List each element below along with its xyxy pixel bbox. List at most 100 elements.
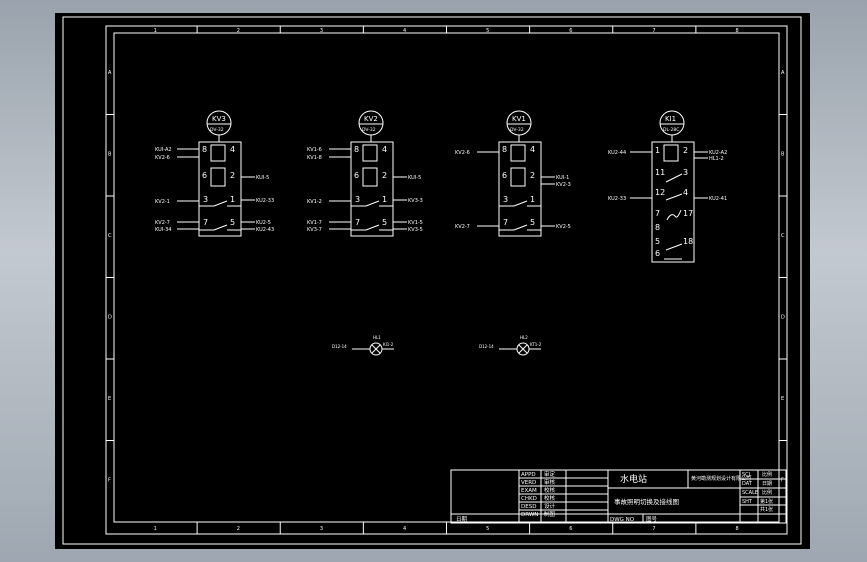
column-label: 7 [652,28,655,34]
svg-text:2: 2 [230,171,235,180]
svg-text:8: 8 [502,145,507,154]
svg-text:4: 4 [230,145,235,154]
terminal-label: KU2-41 [709,196,727,202]
row-label: C [781,233,785,239]
terminal-label: KV1-5 [408,220,423,226]
svg-text:7: 7 [203,218,208,227]
relay-name: KV3 [212,115,226,123]
column-label: 4 [403,526,406,532]
svg-text:3: 3 [203,195,208,204]
role-code: APPD [521,472,536,478]
lamp-right-label: KT1-2 [530,342,542,347]
role-name: 审定 [544,470,556,478]
title-block: 水电站 黄河勘测规划设计有限公司 事故照明切换及接线图 DWG NO 图号 日期… [450,469,787,524]
dwg-no-label: DWG NO [610,517,635,523]
relay-name: KI1 [665,115,676,123]
relay-body [350,141,394,237]
terminal-label: KUI-A2 [155,147,172,153]
role-name: 设计 [544,502,556,510]
dwg-no-cn: 图号 [646,515,658,523]
row-label: F [781,477,784,483]
relay-rating: DV-32 [210,127,224,133]
terminal-label: KU2-5 [256,220,271,226]
terminal-label: KV1-8 [307,155,322,161]
terminal-label: KUI-34 [155,227,171,233]
row-label: A [108,70,112,76]
svg-text:5: 5 [230,218,235,227]
terminal-label: KU2-33 [608,196,626,202]
column-label: 7 [652,526,655,532]
terminal-label: KV2-5 [556,224,571,230]
relay-name: KV2 [364,115,378,123]
svg-text:18: 18 [683,237,693,246]
row-label: F [108,477,111,483]
drawing-title: 事故照明切换及接线图 [614,497,679,506]
row-label: D [108,314,112,320]
svg-text:3: 3 [355,195,360,204]
svg-text:8: 8 [655,223,660,232]
column-label: 8 [735,28,738,34]
column-label: 3 [320,526,323,532]
column-label: 8 [735,526,738,532]
svg-text:3: 3 [503,195,508,204]
terminal-label: KV2-7 [455,224,470,230]
terminal-label: KU2-44 [608,150,626,156]
terminal-label: KUI-5 [408,175,421,181]
terminal-label: HL1-2 [709,156,724,162]
column-label: 3 [320,28,323,34]
svg-text:8: 8 [202,145,207,154]
title-block-cell: 比例 [762,489,772,496]
svg-text:17: 17 [683,209,693,218]
svg-text:4: 4 [382,145,387,154]
company-name: 黄河勘测规划设计有限公司 [691,475,751,482]
role-code: EXAM [521,488,537,494]
terminal-label: KV1-7 [307,220,322,226]
terminal-label: KU2-33 [256,198,274,204]
row-label: A [781,70,785,76]
terminal-label: KUI-1 [556,175,569,181]
role-name: 校核 [544,494,556,502]
svg-text:2: 2 [530,171,535,180]
svg-text:4: 4 [530,145,535,154]
terminal-label: KV1-2 [307,199,322,205]
svg-text:7: 7 [355,218,360,227]
column-label: 1 [154,526,157,532]
svg-text:7: 7 [655,209,660,218]
svg-text:6: 6 [502,171,507,180]
svg-text:8: 8 [354,145,359,154]
lamp-left-label: D12-14 [479,344,494,349]
terminal-label: KUI-5 [256,175,269,181]
svg-text:1: 1 [655,146,660,155]
station-name: 水电站 [620,473,647,485]
lamp-name: HL1 [373,335,381,340]
svg-text:6: 6 [354,171,359,180]
terminal-label: KV2-3 [556,182,571,188]
column-label: 2 [237,526,240,532]
role-name: 校核 [544,486,556,494]
row-label: B [108,151,112,157]
title-block-cell: 比例 [762,471,772,478]
relay-body [198,141,242,237]
column-label: 4 [403,28,406,34]
terminal-label: KV3-5 [408,227,423,233]
terminal-label: KV2-7 [155,220,170,226]
svg-text:1: 1 [530,195,535,204]
svg-text:6: 6 [655,249,660,258]
date-label: 日期 [456,516,468,523]
relay-rating: DV-32 [362,127,376,133]
title-block-cell: SCL [742,472,752,478]
terminal-label: KV2-6 [455,150,470,156]
terminal-label: KU2-A2 [709,150,727,156]
svg-text:5: 5 [530,218,535,227]
svg-text:4: 4 [683,188,688,197]
svg-text:6: 6 [202,171,207,180]
terminal-label: KV2-6 [155,155,170,161]
lamp-left-label: D12-14 [332,344,347,349]
role-name: 制图 [544,510,556,518]
